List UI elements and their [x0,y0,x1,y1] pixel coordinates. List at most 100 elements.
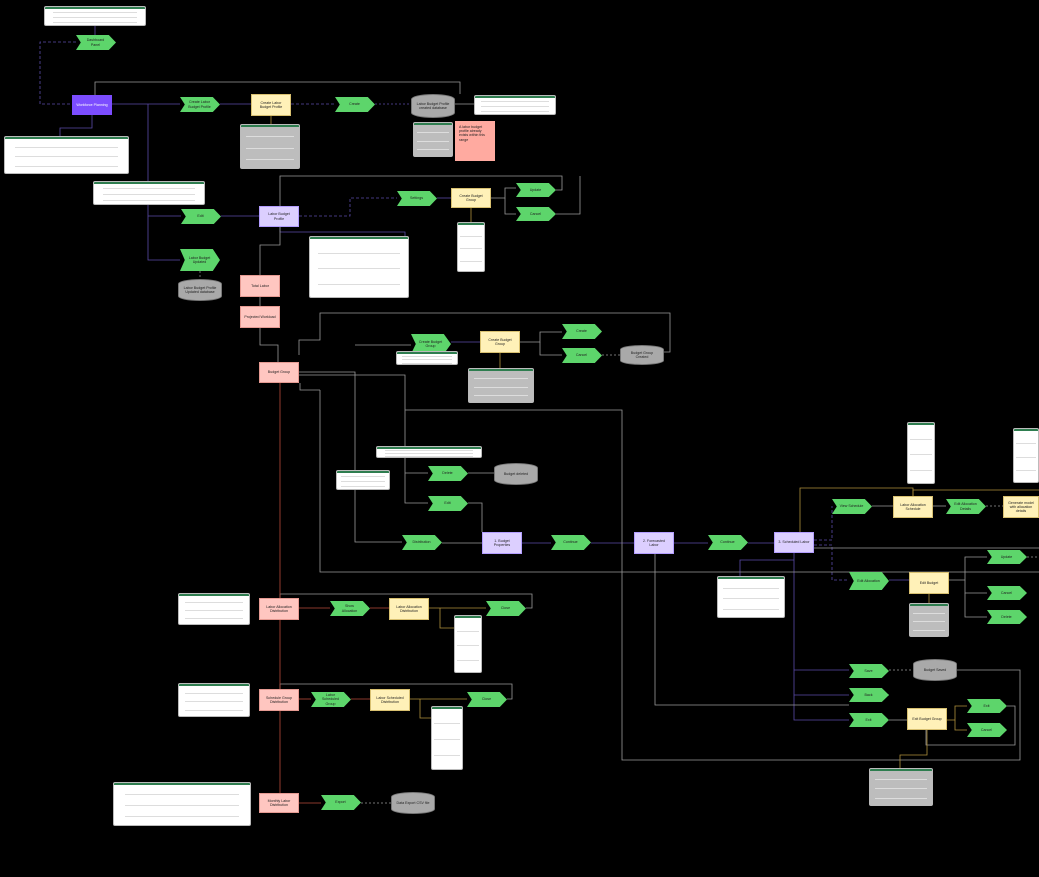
thumbnail-line [401,355,453,357]
profile-exists-note-node[interactable]: A labor budget profile already exists wi… [455,121,495,161]
distribution-action-action-step[interactable]: Distribution [402,535,442,550]
exit-action-action-step[interactable]: Exit [849,713,889,727]
connector [793,552,849,721]
allocation-distribution-node[interactable]: Labor Allocation Distribution [259,598,299,620]
create-group-action-action-step[interactable]: Create Budget Group [411,334,451,354]
schedule-chart-screen-thumbnail[interactable] [178,683,250,717]
create-profile-screen-thumbnail[interactable] [240,124,300,169]
budget-deleted-db-database[interactable]: Budget deleted [494,463,538,485]
create-action-action-step[interactable]: Create [335,97,375,112]
exit-group-dialog-node[interactable]: Exit Budget Group [907,708,947,730]
node-label: Projected Workload [244,314,276,319]
schedule-table-screen-thumbnail[interactable] [907,422,935,484]
budget-properties-node[interactable]: 1. Budget Properties [482,532,522,554]
group-cancel-action-step[interactable]: Cancel [562,348,602,363]
node-label: Close [481,697,492,702]
labor-profile-screen-thumbnail[interactable] [309,236,409,298]
schedule-list-screen-thumbnail[interactable] [431,706,463,770]
thumbnail-line [317,268,401,269]
edit-allocation-action-step[interactable]: Edit Allocation [849,572,889,590]
monthly-distribution-node[interactable]: Monthly Labor Distribution [259,793,299,813]
create-group-dialog-screen-thumbnail[interactable] [468,368,534,403]
profile-list-screen-thumbnail[interactable] [474,95,556,115]
group-edit-action-action-step[interactable]: Edit [428,496,468,511]
group-menu-screen-thumbnail[interactable] [336,470,390,490]
export-db-database[interactable]: Data Export CSV file [391,792,435,814]
connector [319,390,1039,573]
back-action-action-step[interactable]: Back [849,688,889,702]
projected-workload-node[interactable]: Projected Workload [240,306,280,328]
create-profile-dialog-node[interactable]: Create Labor Budget Profile [251,94,291,116]
settings-action-action-step[interactable]: Settings [397,191,437,206]
create-profile-action-action-step[interactable]: Create Labor Budget Profile [180,97,220,112]
create-group-input-screen-thumbnail[interactable] [396,351,458,365]
dashboard-screen-thumbnail[interactable] [44,6,146,26]
connector [520,331,562,343]
thumbnail-line [723,598,779,599]
edit-allocation-details-action-step[interactable]: Edit Allocation Details [946,499,986,514]
thumbnail-line [184,701,244,702]
budget-group-node[interactable]: Budget Group [259,362,299,383]
edit-budget-screen-thumbnail[interactable] [909,603,949,637]
connector [147,104,180,261]
scheduled-labor-node[interactable]: 3. Scheduled Labor [774,532,814,553]
profile-updated-db-database[interactable]: Labor Budget Profile Updated database [178,279,222,301]
scheduled-distribution-panel-node[interactable]: Labor Scheduled Distribution [370,689,410,711]
allocation-chart-screen-thumbnail[interactable] [178,593,250,625]
settings-cancel-action-step[interactable]: Cancel [516,207,556,221]
allocation-schedule-node[interactable]: Labor Allocation Schedule [893,496,933,518]
monthly-chart-screen-thumbnail[interactable] [113,782,251,826]
workforce-screen-thumbnail[interactable] [4,136,129,174]
node-label: Close [500,606,511,611]
allocation-list-screen-thumbnail[interactable] [454,615,482,673]
export-action-action-step[interactable]: Export [321,795,361,810]
schedule-group-distribution-node[interactable]: Schedule Group Distribution [259,689,299,711]
show-allocation-action-step[interactable]: Show Allocation [330,601,370,616]
continue-1-action-step[interactable]: Continue [551,535,591,550]
thumbnail-line [245,147,295,149]
forecasted-labor-node[interactable]: 2. Forecasted Labor [634,532,674,554]
allocation-distribution-panel-node[interactable]: Labor Allocation Distribution [389,598,429,620]
exit-dialog-screen-thumbnail[interactable] [869,768,933,806]
node-label: Budget deleted [503,471,529,476]
budget-cancel-action-step[interactable]: Cancel [987,586,1027,600]
dashboard-panel-action-step[interactable]: Dashboard Panel [76,35,116,50]
exit-cancel-action-step[interactable]: Cancel [967,723,1007,737]
settings-dialog-node[interactable]: Create Budget Group [451,188,491,208]
budget-delete-action-step[interactable]: Delete [987,610,1027,624]
budget-saved-db-database[interactable]: Budget Saved [913,659,957,681]
total-labor-node[interactable]: Total Labor [240,275,280,297]
create-group-dialog-node[interactable]: Create Budget Group [480,331,520,353]
profile-updated-action-action-step[interactable]: Labor Budget Updated [180,249,220,271]
delete-action-action-step[interactable]: Delete [428,466,468,481]
allocation-close-action-step[interactable]: Close [486,601,526,616]
node-label: Labor Budget Profile Updated database [183,285,217,294]
save-action-action-step[interactable]: Save [849,664,889,678]
settings-update-action-step[interactable]: Update [516,183,556,197]
labor-budget-profile-node[interactable]: Labor Budget Profile [259,206,299,227]
thumbnail-line [1015,470,1037,472]
continue-2-action-step[interactable]: Continue [708,535,748,550]
profile-created-db-database[interactable]: Labor Budget Profile created database [411,94,455,118]
thumbnail-line [184,618,244,619]
edit-budget-node[interactable]: Edit Budget [909,572,949,594]
forecast-calendar-screen-thumbnail[interactable] [717,576,785,618]
workforce-planning-node[interactable]: Workforce Planning [72,95,112,115]
budget-update-action-step[interactable]: Update [987,550,1027,564]
edit-action-action-step[interactable]: Edit [181,209,221,224]
allocation-table-screen-thumbnail[interactable] [1013,428,1039,483]
thumbnail-line [102,188,196,189]
profile-exists-screen-thumbnail[interactable] [413,122,453,157]
group-created-db-database[interactable]: Budget Group Created [620,345,664,365]
connector [539,342,562,356]
labor-scheduled-group-action-step[interactable]: Labor Scheduled Group [311,692,351,707]
profile-table-screen-thumbnail[interactable] [93,181,205,205]
exit-confirm-action-step[interactable]: Exit [967,699,1007,713]
node-label: Total Labor [251,283,269,288]
group-create-action-step[interactable]: Create [562,324,602,339]
scheduled-close-action-step[interactable]: Close [467,692,507,707]
generate-model-node[interactable]: Generate model with allocation details [1003,496,1039,518]
group-row-screen-thumbnail[interactable] [376,446,482,458]
settings-screen-thumbnail[interactable] [457,222,485,272]
view-schedule-action-step[interactable]: View Schedule [832,499,872,514]
